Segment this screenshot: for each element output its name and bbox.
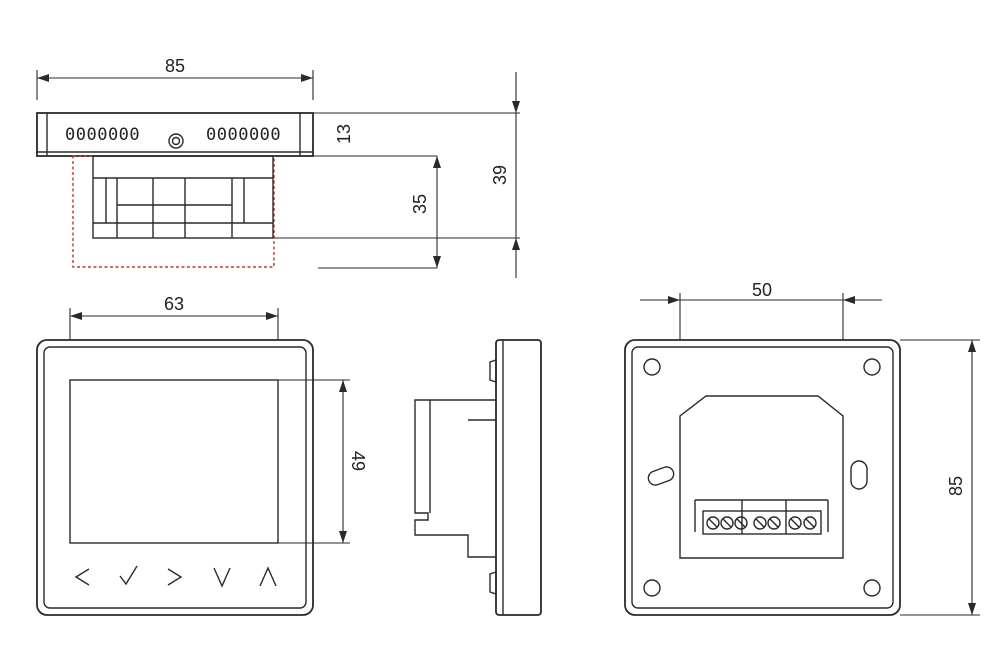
panel-digits-left: 0000000 xyxy=(65,125,140,145)
front-view: 63 49 xyxy=(36,294,368,616)
back-view: 50 85 xyxy=(624,280,980,616)
dim-label-depth: 35 xyxy=(410,194,430,214)
arrow-down xyxy=(512,101,520,113)
arrow-left xyxy=(843,296,855,304)
side-faceplate xyxy=(495,339,542,616)
dim-label-thickness: 13 xyxy=(334,124,354,144)
confirm-button[interactable] xyxy=(119,565,138,586)
top-view: 85 0000000 0000000 13 35 xyxy=(36,56,520,278)
front-bezel xyxy=(43,346,307,609)
mounting-slot xyxy=(647,466,675,486)
dim-label-screen-height: 49 xyxy=(348,451,368,471)
dim-label-screen-width: 63 xyxy=(164,294,184,314)
arrow-up xyxy=(339,380,347,392)
back-plate-inner xyxy=(631,346,894,609)
knob-outer xyxy=(168,133,184,149)
arrow-left xyxy=(37,74,49,82)
arrow-up xyxy=(512,238,520,250)
dim-label-back-height: 85 xyxy=(946,476,966,496)
back-plate xyxy=(624,339,901,616)
side-clip xyxy=(489,571,497,595)
arrow-down xyxy=(433,256,441,268)
terminal-block xyxy=(92,155,274,239)
terminal-screws xyxy=(706,516,817,530)
screw-hole xyxy=(643,358,661,376)
dim-label-mount-spacing: 50 xyxy=(752,280,772,300)
up-button[interactable] xyxy=(259,566,277,587)
screw-hole xyxy=(863,358,881,376)
back-box xyxy=(679,395,844,559)
left-arrow-button[interactable] xyxy=(74,568,90,586)
arrow-right xyxy=(668,296,680,304)
dim-label-top-width: 85 xyxy=(165,56,185,76)
arrow-right xyxy=(266,312,278,320)
terminal-strip xyxy=(702,510,822,535)
screw-hole xyxy=(643,579,661,597)
lcd-screen xyxy=(69,379,279,544)
side-back-box xyxy=(414,399,496,558)
screw-hole xyxy=(863,579,881,597)
arrow-up xyxy=(968,340,976,352)
side-clip xyxy=(489,359,497,383)
right-arrow-button[interactable] xyxy=(167,568,183,586)
front-housing xyxy=(36,339,314,616)
knob-inner xyxy=(171,136,181,146)
side-view xyxy=(414,339,542,616)
down-button[interactable] xyxy=(213,567,231,588)
arrow-down xyxy=(339,531,347,543)
mounting-slot xyxy=(850,460,868,490)
arrow-up xyxy=(433,156,441,168)
arrow-left xyxy=(70,312,82,320)
panel-digits-right: 0000000 xyxy=(206,125,281,145)
arrow-right xyxy=(301,74,313,82)
arrow-down xyxy=(968,603,976,615)
dim-label-total-depth: 39 xyxy=(490,165,510,185)
